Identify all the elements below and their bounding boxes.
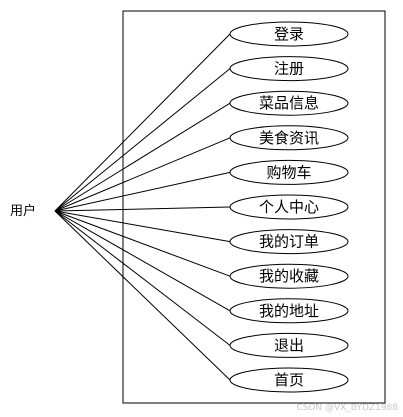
use-case-label: 菜品信息 (259, 94, 319, 112)
association-line (54, 68, 231, 212)
use-case: 美食资讯 (229, 125, 349, 151)
system-boundary (122, 10, 386, 404)
use-case: 登录 (229, 21, 349, 47)
association-line (54, 33, 231, 212)
association-lines (54, 33, 231, 381)
use-case: 个人中心 (229, 194, 349, 220)
watermark: CSDN @VX_BYDZ1988 (296, 403, 398, 413)
use-case-ellipse (229, 367, 349, 393)
use-case-label: 美食资讯 (259, 129, 319, 147)
use-case-label: 我的订单 (259, 233, 319, 251)
use-case-ellipse (229, 194, 349, 220)
use-case: 注册 (229, 56, 349, 82)
use-case: 购物车 (229, 159, 349, 185)
association-line (54, 102, 231, 212)
use-case-ellipse (229, 159, 349, 185)
use-case: 我的地址 (229, 298, 349, 324)
actor-label: 用户 (10, 203, 36, 219)
association-line (54, 206, 231, 212)
use-case-ellipse (229, 298, 349, 324)
use-case-ellipse (229, 90, 349, 116)
use-case-ellipse (229, 21, 349, 47)
use-case: 菜品信息 (229, 90, 349, 116)
use-case: 首页 (229, 367, 349, 393)
association-line (54, 137, 231, 212)
association-line (54, 210, 231, 346)
use-case-label: 注册 (274, 60, 304, 78)
use-case-label: 购物车 (266, 163, 311, 181)
use-case-ellipse (229, 125, 349, 151)
use-case-label: 首页 (274, 371, 304, 389)
association-line (54, 210, 231, 381)
use-case-label: 登录 (274, 25, 304, 43)
use-case: 我的收藏 (229, 263, 349, 289)
use-case-ellipse (229, 263, 349, 289)
use-case: 我的订单 (229, 229, 349, 255)
use-case: 退出 (229, 332, 349, 358)
association-line (54, 171, 231, 212)
association-line (54, 210, 231, 243)
association-line (54, 210, 231, 277)
use-case-label: 我的收藏 (259, 267, 319, 285)
use-case-ellipse (229, 332, 349, 358)
association-line (54, 210, 231, 312)
use-case-ellipse (229, 229, 349, 255)
use-case-ellipse (229, 56, 349, 82)
use-case-label: 个人中心 (259, 198, 319, 216)
use-case-label: 我的地址 (259, 302, 319, 320)
use-case-label: 退出 (274, 336, 304, 354)
